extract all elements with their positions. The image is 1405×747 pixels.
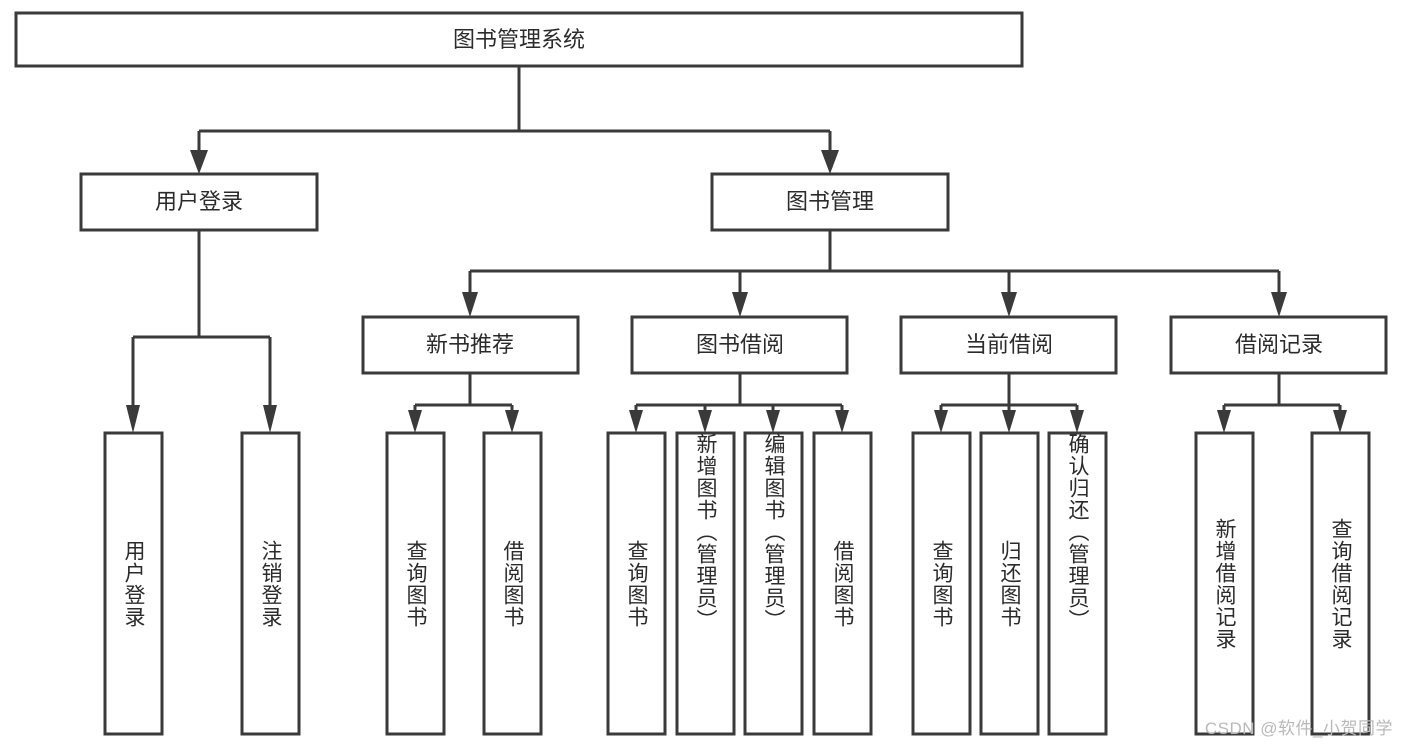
node-user-login[interactable]: 用户登录 <box>79 172 319 232</box>
leaf-box-book-borrow-3[interactable] <box>743 431 804 736</box>
node-book-borrow[interactable]: 图书借阅 <box>630 315 849 375</box>
node-book-borrow-box[interactable] <box>630 315 849 375</box>
node-current-borrow-label: 当前借阅 <box>965 332 1053 357</box>
leaf-box-book-borrow-2[interactable] <box>675 431 736 736</box>
connector-bookborrow-to-leaves <box>629 373 849 433</box>
node-book-borrow-label: 图书借阅 <box>696 332 784 357</box>
arrow-head-new-book <box>462 292 478 317</box>
arrow-head-currentborrow-leaf1 <box>934 410 948 433</box>
node-new-book-recommend[interactable]: 新书推荐 <box>361 315 580 375</box>
leaf-box-book-borrow-1[interactable] <box>606 431 667 736</box>
node-root-label: 图书管理系统 <box>453 27 585 52</box>
node-book-management[interactable]: 图书管理 <box>710 172 950 232</box>
leaf-box-borrow-record-2[interactable] <box>1310 431 1371 736</box>
connector-newbook-to-leaves <box>408 373 519 433</box>
node-new-book-recommend-label: 新书推荐 <box>426 332 514 357</box>
connector-userlogin-to-leaves <box>126 230 277 433</box>
arrow-head-book-mgmt <box>821 150 839 174</box>
connector-root-to-level2 <box>190 66 839 174</box>
leaf-box-current-borrow-3[interactable] <box>1047 431 1108 736</box>
connector-bookmgmt-to-level3 <box>462 230 1287 317</box>
leaf-box-user-login-1[interactable] <box>103 431 164 736</box>
arrow-head-bookborrow-leaf2 <box>698 410 712 433</box>
arrow-head-userlogin-leaf2 <box>263 405 277 433</box>
arrow-head-bookborrow-leaf3 <box>766 410 780 433</box>
node-root[interactable]: 图书管理系统 <box>14 11 1024 68</box>
arrow-head-newbook-leaf1 <box>408 410 422 433</box>
arrow-head-borrow-record <box>1271 292 1287 317</box>
leaf-boxes-group <box>103 431 1371 736</box>
node-user-login-label: 用户登录 <box>155 189 243 214</box>
arrow-head-borrowrecord-leaf1 <box>1217 410 1231 433</box>
leaf-box-user-login-2[interactable] <box>240 431 301 736</box>
node-book-management-label: 图书管理 <box>786 189 874 214</box>
arrow-head-user-login <box>190 150 208 174</box>
watermark: CSDN @软件_小贺同学 <box>1204 719 1393 738</box>
arrow-head-bookborrow-leaf4 <box>835 410 849 433</box>
node-current-borrow-box[interactable] <box>899 315 1118 375</box>
arrow-head-book-borrow <box>732 292 748 317</box>
node-borrow-record[interactable]: 借阅记录 <box>1169 315 1388 375</box>
leaf-box-current-borrow-1[interactable] <box>911 431 972 736</box>
leaf-box-new-book-1[interactable] <box>385 431 446 736</box>
node-borrow-record-box[interactable] <box>1169 315 1388 375</box>
node-book-management-box[interactable] <box>710 172 950 232</box>
arrow-head-borrowrecord-leaf2 <box>1333 410 1347 433</box>
leaf-box-new-book-2[interactable] <box>482 431 543 736</box>
leaf-box-book-borrow-4[interactable] <box>812 431 873 736</box>
connector-currentborrow-to-leaves <box>934 373 1084 433</box>
node-new-book-recommend-box[interactable] <box>361 315 580 375</box>
arrow-head-currentborrow-leaf3 <box>1070 410 1084 433</box>
arrow-head-currentborrow-leaf2 <box>1002 410 1016 433</box>
arrow-head-userlogin-leaf1 <box>126 405 140 433</box>
node-user-login-box[interactable] <box>79 172 319 232</box>
node-borrow-record-label: 借阅记录 <box>1235 332 1323 357</box>
leaf-box-borrow-record-1[interactable] <box>1194 431 1255 736</box>
node-current-borrow[interactable]: 当前借阅 <box>899 315 1118 375</box>
arrow-head-bookborrow-leaf1 <box>629 410 643 433</box>
node-root-box[interactable] <box>14 11 1024 68</box>
leaf-box-current-borrow-2[interactable] <box>979 431 1040 736</box>
connector-borrowrecord-to-leaves <box>1217 373 1347 433</box>
arrow-head-current-borrow <box>1001 292 1017 317</box>
arrow-head-newbook-leaf2 <box>505 410 519 433</box>
